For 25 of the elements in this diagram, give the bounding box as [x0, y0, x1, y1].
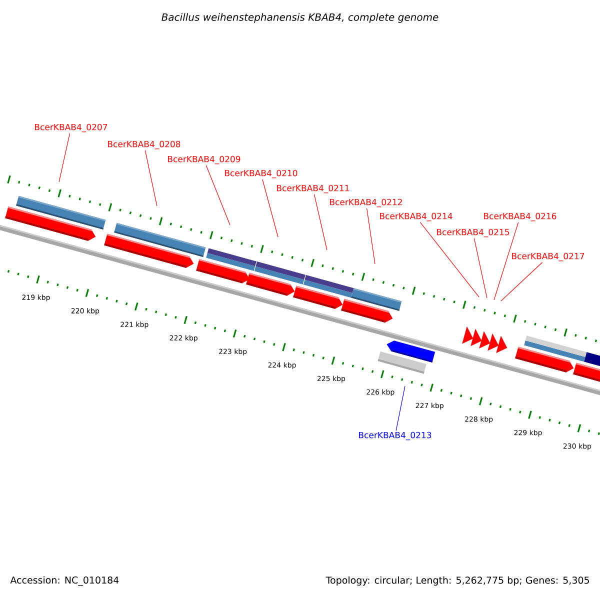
- gene-label: BcerKBAB4_0216: [484, 212, 556, 222]
- genome-stats-text: Topology: circular; Length: 5,262,775 bp; Genes: 5,305: [326, 576, 589, 586]
- leader-line: [314, 194, 328, 250]
- leader-line: [262, 179, 278, 238]
- leader-line: [494, 222, 519, 300]
- gene-label: BcerKBAB4_0207: [35, 124, 108, 132]
- gene-label: BcerKBAB4_0210: [225, 170, 298, 178]
- gene-label: BcerKBAB4_0212: [330, 198, 402, 208]
- gene-label: BcerKBAB4_0208: [108, 140, 180, 150]
- gene-label: BcerKBAB4_0209: [168, 156, 240, 164]
- gene-label: BcerKBAB4_0217: [512, 252, 584, 262]
- accession-text: Accession: NC_010184: [10, 576, 119, 586]
- leader-line: [206, 165, 230, 226]
- leader-line: [500, 262, 543, 302]
- leader-line: [420, 222, 480, 298]
- gene-label: BcerKBAB4_0215: [437, 228, 510, 238]
- gene-label: BcerKBAB4_0213: [359, 432, 432, 440]
- title: Bacillus weihenstephanensis KBAB4, complete genome: [162, 13, 438, 23]
- leader-line: [396, 386, 406, 431]
- gene-label: BcerKBAB4_0211: [277, 184, 349, 194]
- leader-line: [58, 133, 70, 182]
- gene-label: BcerKBAB4_0214: [380, 212, 452, 222]
- leader-line: [366, 208, 376, 264]
- leader-line: [474, 238, 488, 298]
- leader-line: [144, 150, 158, 206]
